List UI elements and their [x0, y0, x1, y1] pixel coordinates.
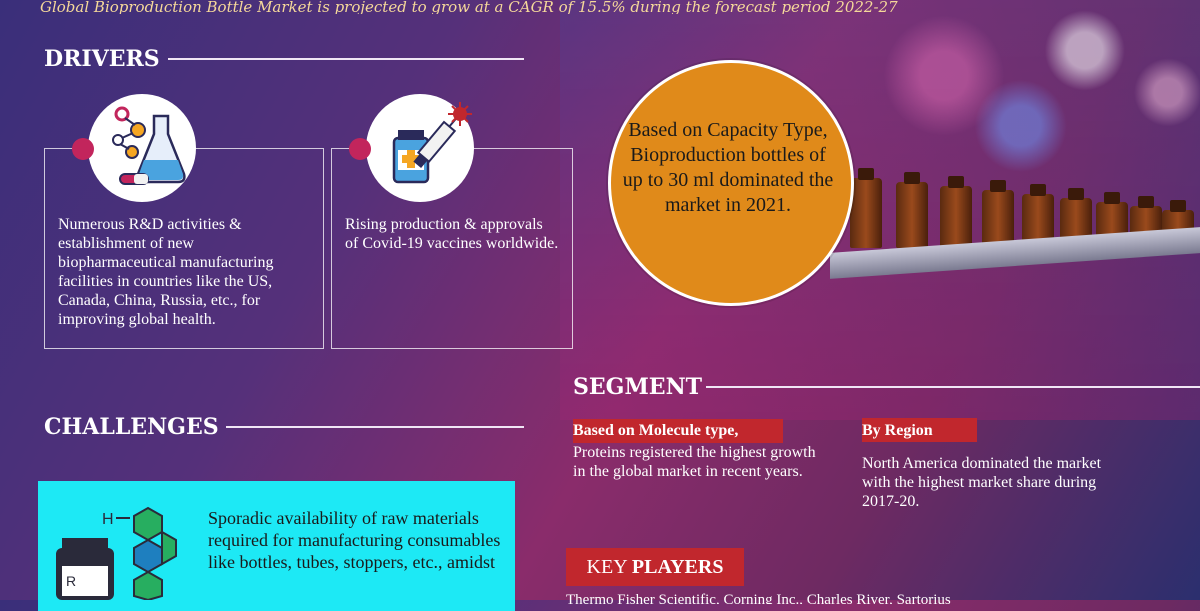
vaccine-syringe-icon	[366, 94, 474, 202]
lab-molecule-icon	[88, 94, 196, 202]
segment-heading: SEGMENT	[573, 374, 703, 400]
driver-text-2: Rising production & approvals of Covid-1…	[345, 216, 559, 252]
challenge-box	[38, 481, 515, 611]
svg-text:R: R	[66, 573, 76, 589]
drivers-heading: DRIVERS	[44, 46, 160, 72]
segment-rule	[706, 386, 1200, 388]
key-players-label-1: KEY	[586, 556, 627, 578]
highlight-circle	[608, 60, 854, 306]
top-title-strip: Global Bioproduction Bottle Market is pr…	[0, 0, 1200, 14]
challenges-rule	[226, 426, 524, 428]
region-body: North America dominated the market with …	[862, 455, 1102, 510]
region-title-highlight	[862, 418, 977, 442]
title-text: Global Bioproduction Bottle Market is pr…	[40, 0, 898, 14]
chemical-bottle-icon: H R	[52, 502, 182, 602]
molecule-title-highlight	[573, 419, 783, 443]
key-players-list: Thermo Fisher Scientific, Corning Inc., …	[566, 592, 951, 604]
driver-dot-1	[72, 138, 94, 160]
challenges-heading: CHALLENGES	[44, 414, 219, 440]
region-title: By Region	[862, 422, 933, 439]
key-players-label-2: PLAYERS	[631, 556, 724, 578]
highlight-text: Based on Capacity Type, Bioproduction bo…	[622, 119, 834, 216]
molecule-body: Proteins registered the highest growth i…	[573, 444, 816, 480]
svg-text:H: H	[102, 511, 114, 528]
key-players-banner: KEY PLAYERS	[566, 548, 744, 586]
driver-text-1: Numerous R&D activities & establishment …	[58, 216, 274, 328]
driver-dot-2	[349, 138, 371, 160]
challenge-text: Sporadic availability of raw materials r…	[208, 508, 501, 572]
molecule-title: Based on Molecule type,	[573, 422, 739, 439]
drivers-rule	[168, 58, 524, 60]
